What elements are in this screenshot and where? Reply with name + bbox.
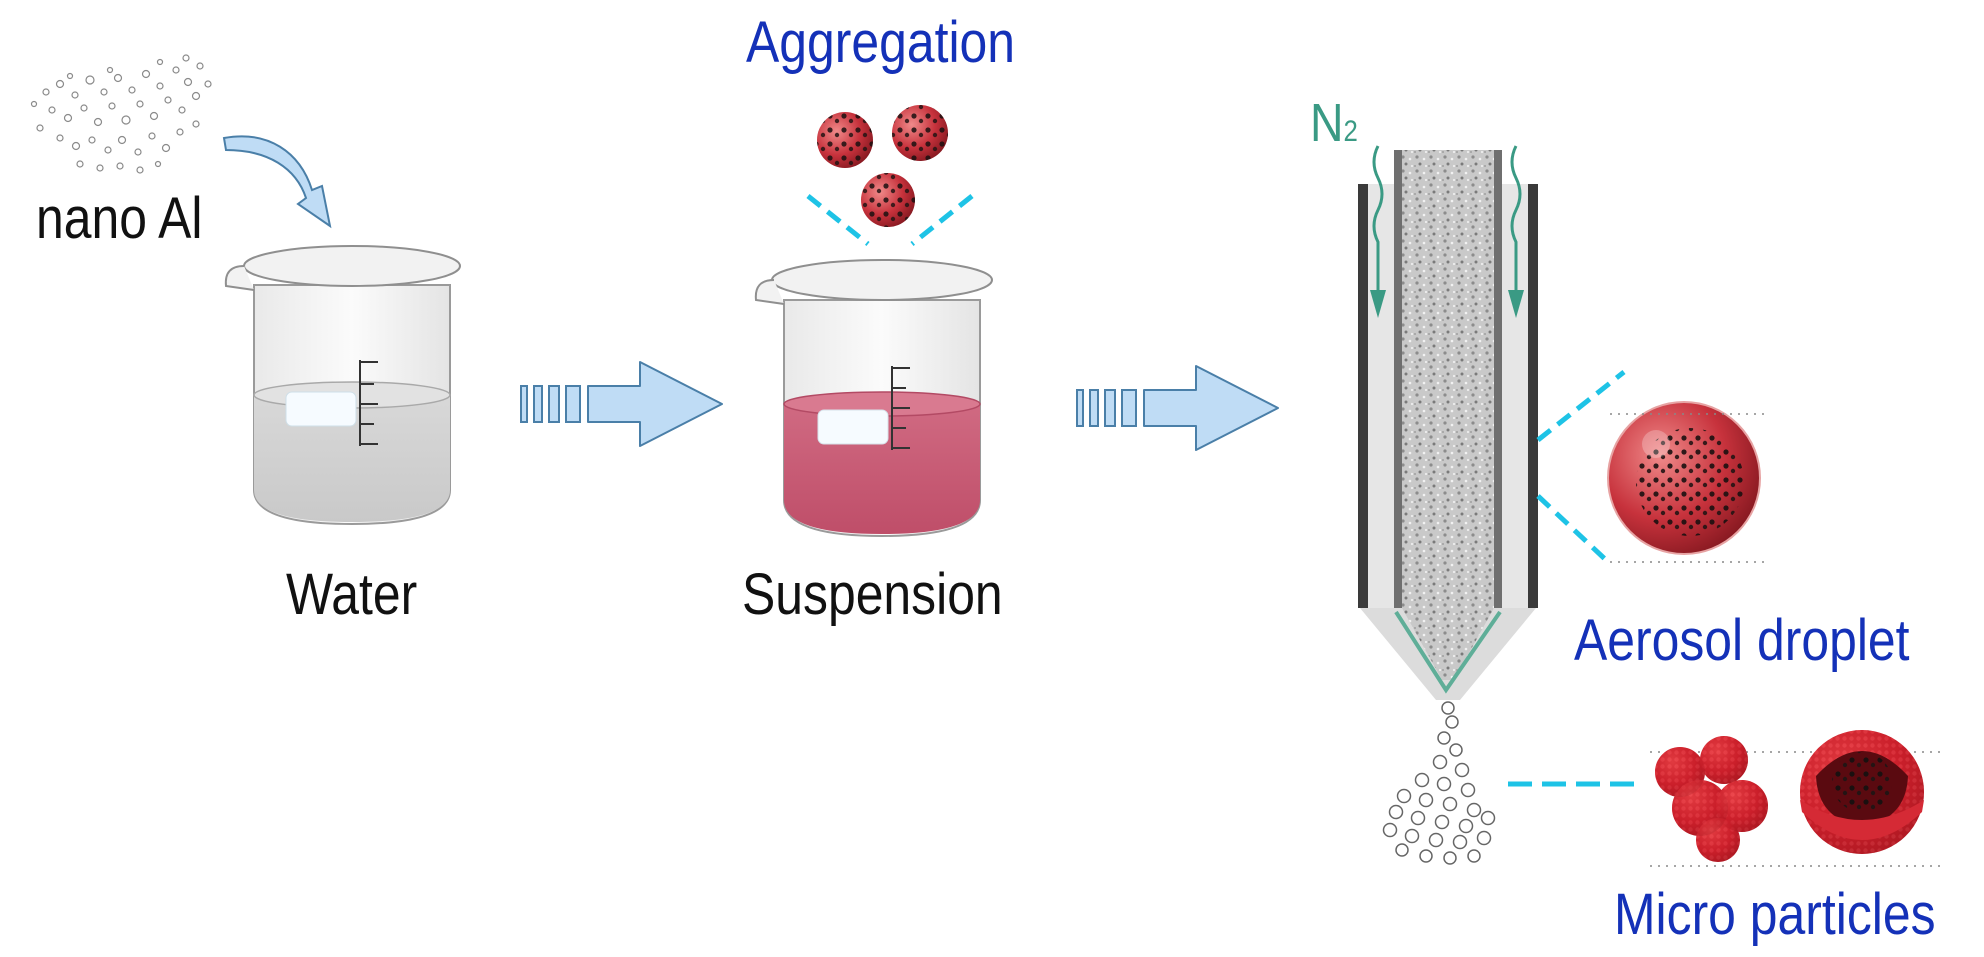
- water-label: Water: [286, 562, 418, 627]
- aggregation-label: Aggregation: [746, 10, 1016, 75]
- n2-main: N: [1310, 93, 1344, 153]
- micro-particle-cluster: [1650, 736, 1940, 867]
- aggregation-dash-lines: [806, 194, 974, 246]
- flow-arrow-icon-2: [1076, 365, 1279, 451]
- micro-particles-label: Micro particles: [1614, 882, 1936, 947]
- curved-arrow-icon: [222, 135, 332, 229]
- aggregation-particles: [817, 105, 948, 227]
- aerosol-droplet-label: Aerosol droplet: [1574, 608, 1910, 673]
- micro-particle-hollow: [1800, 730, 1924, 854]
- n2-flow-arrows: [1372, 145, 1522, 300]
- spray-tube-icon: [1358, 150, 1538, 700]
- n2-label: N2: [1310, 96, 1358, 150]
- flow-arrow-icon: [520, 361, 723, 447]
- nano-al-particles: [30, 54, 212, 174]
- suspension-beaker-icon: [754, 259, 993, 538]
- suspension-label: Suspension: [742, 562, 1003, 627]
- n2-arrowheads: [1370, 290, 1524, 318]
- droplet-icon: [1607, 401, 1770, 563]
- aerosol-dash-lines: [1536, 370, 1626, 562]
- nano-al-label: nano Al: [36, 186, 203, 251]
- water-beaker-icon: [224, 245, 461, 526]
- n2-subscript: 2: [1343, 115, 1358, 148]
- ejected-particles: [1382, 701, 1496, 865]
